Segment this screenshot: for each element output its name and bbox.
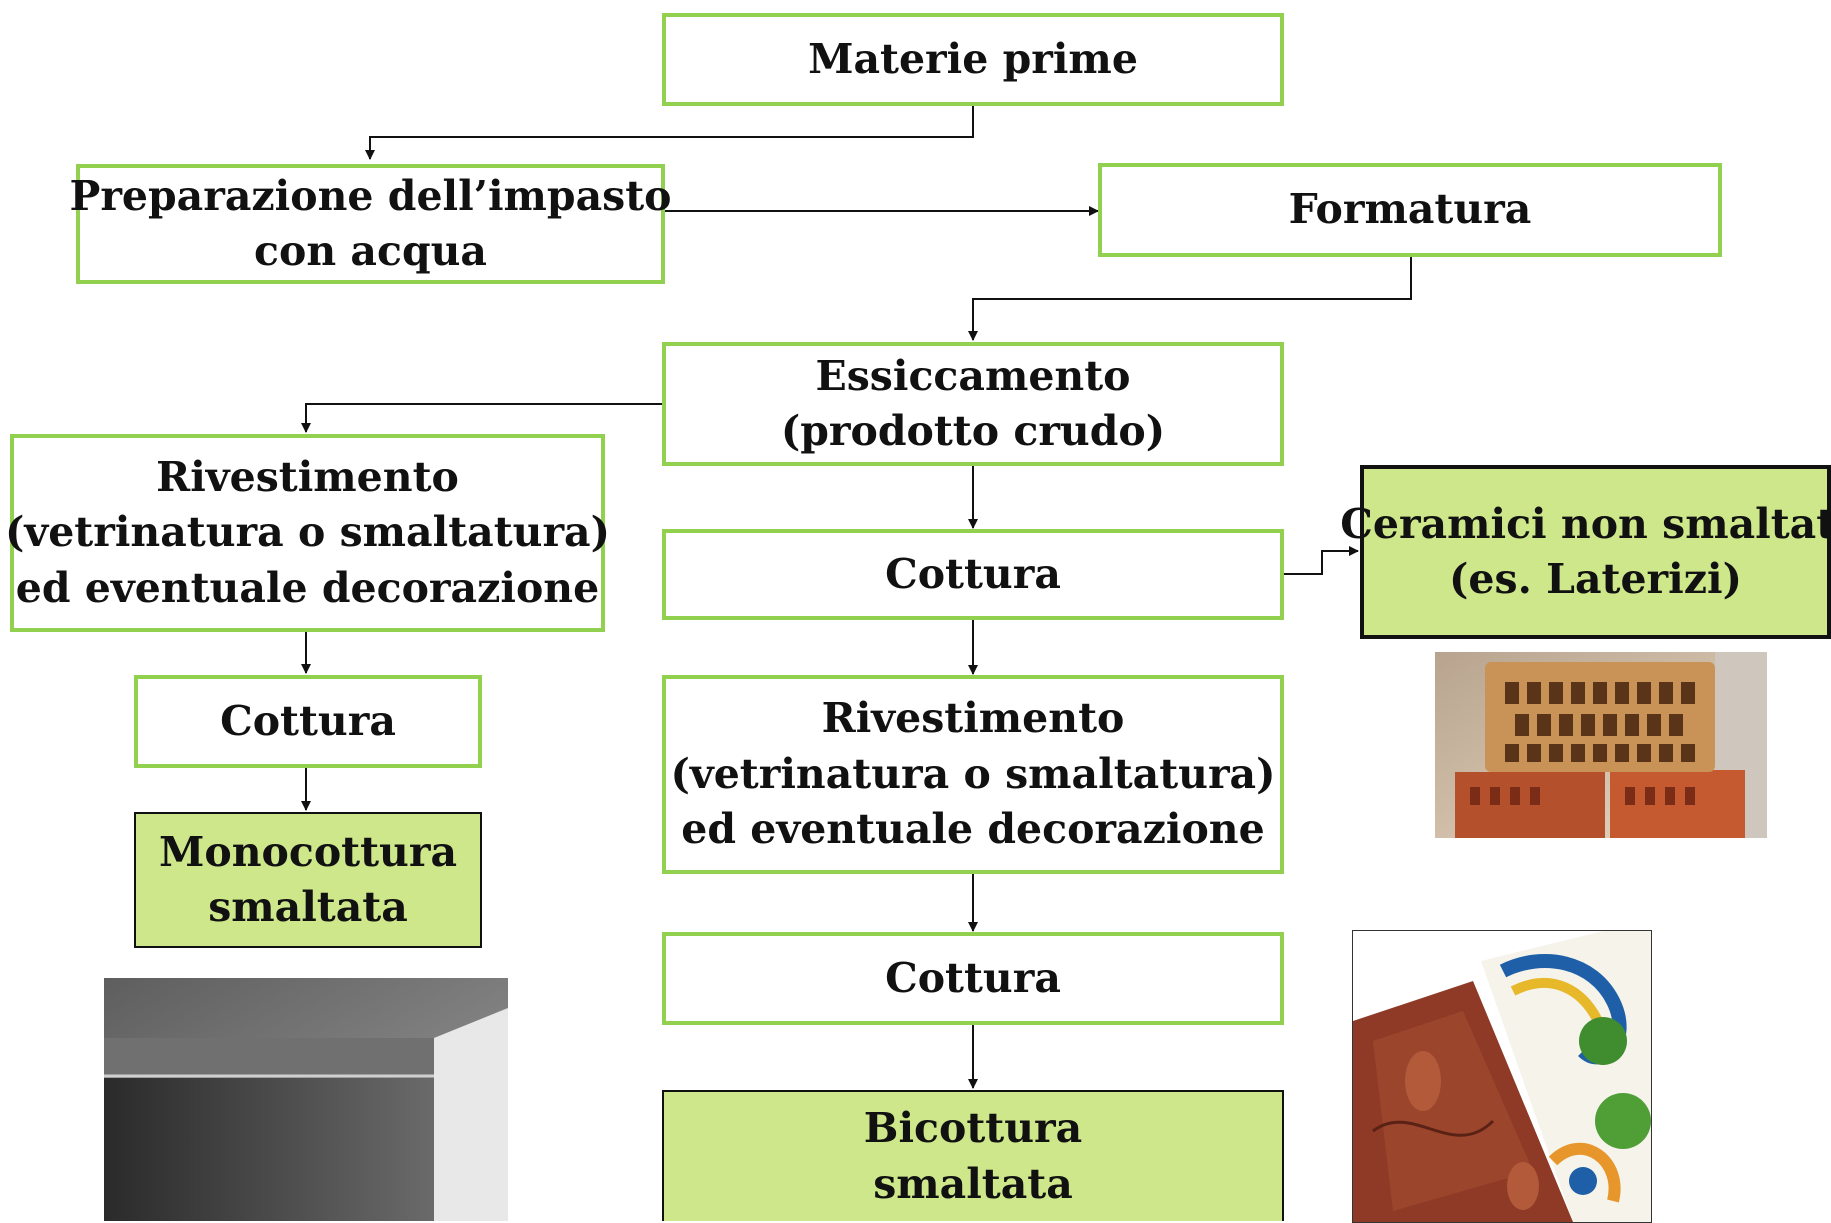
bricks-photo [1435,652,1767,838]
box-cottura-center-1: Cottura [662,529,1284,620]
box-essiccamento: Essiccamento (prodotto crudo) [662,342,1284,466]
box-label: smaltata [208,883,408,931]
box-monocottura-smaltata: Monocottura smaltata [134,812,482,948]
box-label: smaltata [873,1159,1073,1208]
box-rivestimento-center: Rivestimento (vetrinatura o smaltatura) … [662,675,1284,874]
box-formatura: Formatura [1098,163,1722,257]
box-label: (es. Laterizi) [1449,555,1742,603]
box-label: ed eventuale decorazione [15,563,600,612]
box-preparazione-impasto: Preparazione dell’impasto con acqua [69,164,672,284]
box-materie-prime: Materie prime [662,13,1284,106]
box-label: Essiccamento [815,351,1131,400]
box-bicottura-smaltata: Bicottura smaltata [662,1090,1284,1221]
box-label: Materie prime [808,34,1138,83]
box-label: Cottura [885,549,1061,598]
box-label: (vetrinatura o smaltatura) [670,749,1276,798]
grey-tiles-photo [104,978,508,1221]
box-label: Cottura [885,953,1061,1002]
arrow-materie-to-preparazione [365,105,974,160]
arrow-essiccamento-to-rivestimento-left [301,403,663,433]
box-cottura-left: Cottura [134,675,482,768]
box-label: Formatura [1288,185,1532,234]
box-label: ed eventuale decorazione [681,805,1265,854]
arrow-cottura-to-ceramici [1282,546,1359,575]
box-label: Ceramici non smaltati [1340,499,1831,548]
box-label: Monocottura [158,827,458,876]
box-label: Preparazione dell’impasto [69,171,672,220]
box-cottura-center-2: Cottura [662,932,1284,1025]
box-label: (prodotto crudo) [780,407,1166,455]
arrow-formatura-to-essiccamento [968,256,1412,341]
box-label: Cottura [220,696,396,745]
box-rivestimento-left: Rivestimento (vetrinatura o smaltatura) … [5,434,610,632]
majolica-tiles-photo [1352,930,1652,1223]
box-ceramici-non-smaltati: Ceramici non smaltati (es. Laterizi) [1340,465,1831,639]
box-label: con acqua [254,227,487,275]
box-label: Rivestimento [821,694,1125,743]
box-label: Rivestimento [156,452,459,501]
box-label: (vetrinatura o smaltatura) [4,508,611,557]
box-label: Bicottura [863,1104,1083,1153]
